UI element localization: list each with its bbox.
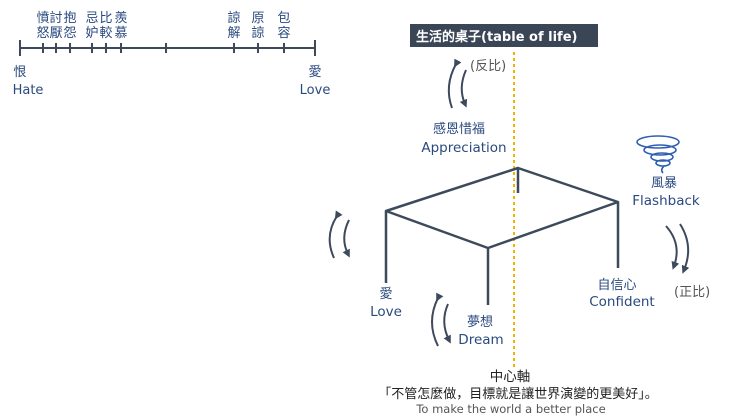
appreciation-zh: 感恩惜福 <box>433 121 485 137</box>
scale-tick-label-top: 憤 <box>36 11 49 26</box>
table <box>384 166 620 305</box>
confident-zh: 自信心 <box>597 278 636 293</box>
forward-label: (正比) <box>674 285 710 300</box>
scale-tick-label-bottom: 容 <box>277 25 290 41</box>
motto: 「不管怎麼做，目標就是讓世界演變的更美好」。 <box>378 386 658 402</box>
header: 生活的桌子(table of life) <box>410 24 598 47</box>
scale-right-zh: 愛 <box>308 65 321 80</box>
curved-double-arrow-icon <box>447 58 468 109</box>
appreciation-en: Appreciation <box>421 140 506 156</box>
header-title: 生活的桌子(table of life) <box>416 29 577 45</box>
scale-tick-label-top: 比 <box>99 11 112 26</box>
table-top <box>384 166 620 250</box>
scale-tick-label-bottom: 慕 <box>114 26 127 41</box>
scale-tick-label-bottom: 較 <box>99 26 112 41</box>
storm-zh: 風暴 <box>651 176 677 191</box>
scale-tick-label-top: 諒 <box>227 11 240 26</box>
storm-en: Flashback <box>632 193 700 209</box>
reverse-label: (反比) <box>470 59 506 74</box>
scale-right-en: Love <box>300 83 331 98</box>
motto-en: To make the world a better place <box>415 402 605 416</box>
curved-double-arrow-icon <box>328 210 350 259</box>
scale-tick-label-bottom: 諒 <box>251 26 264 41</box>
scale-tick-label-bottom: 怒 <box>36 26 49 41</box>
curved-double-arrow-icon <box>431 292 451 347</box>
love-zh: 愛 <box>379 287 392 302</box>
axis-label: 中心軸 <box>490 369 531 385</box>
curved-double-arrow-icon <box>665 223 690 274</box>
tornado-icon <box>636 135 680 174</box>
scale-tick-label-top: 討 <box>49 10 62 26</box>
confident-en: Confident <box>589 294 654 310</box>
scale-tick-label-top: 忌 <box>85 11 98 26</box>
scale-left-en: Hate <box>13 83 44 98</box>
dream-zh: 夢想 <box>467 314 493 330</box>
scale-tick-label-top: 抱 <box>63 10 76 26</box>
scale-tick-label-bottom: 怨 <box>63 26 76 41</box>
love-en: Love <box>370 304 402 320</box>
scale-tick-label-top: 羨 <box>114 11 127 26</box>
header-bg <box>410 24 598 47</box>
scale-tick-label-bottom: 妒 <box>85 26 98 41</box>
scale-left-zh: 恨 <box>13 65 26 80</box>
scale-tick-label-top: 包 <box>277 11 290 26</box>
scale-tick-label-top: 原 <box>251 11 264 26</box>
scale-tick-label-bottom: 解 <box>227 26 240 41</box>
dream-en: Dream <box>458 332 503 348</box>
scale-tick-label-bottom: 厭 <box>49 26 62 41</box>
